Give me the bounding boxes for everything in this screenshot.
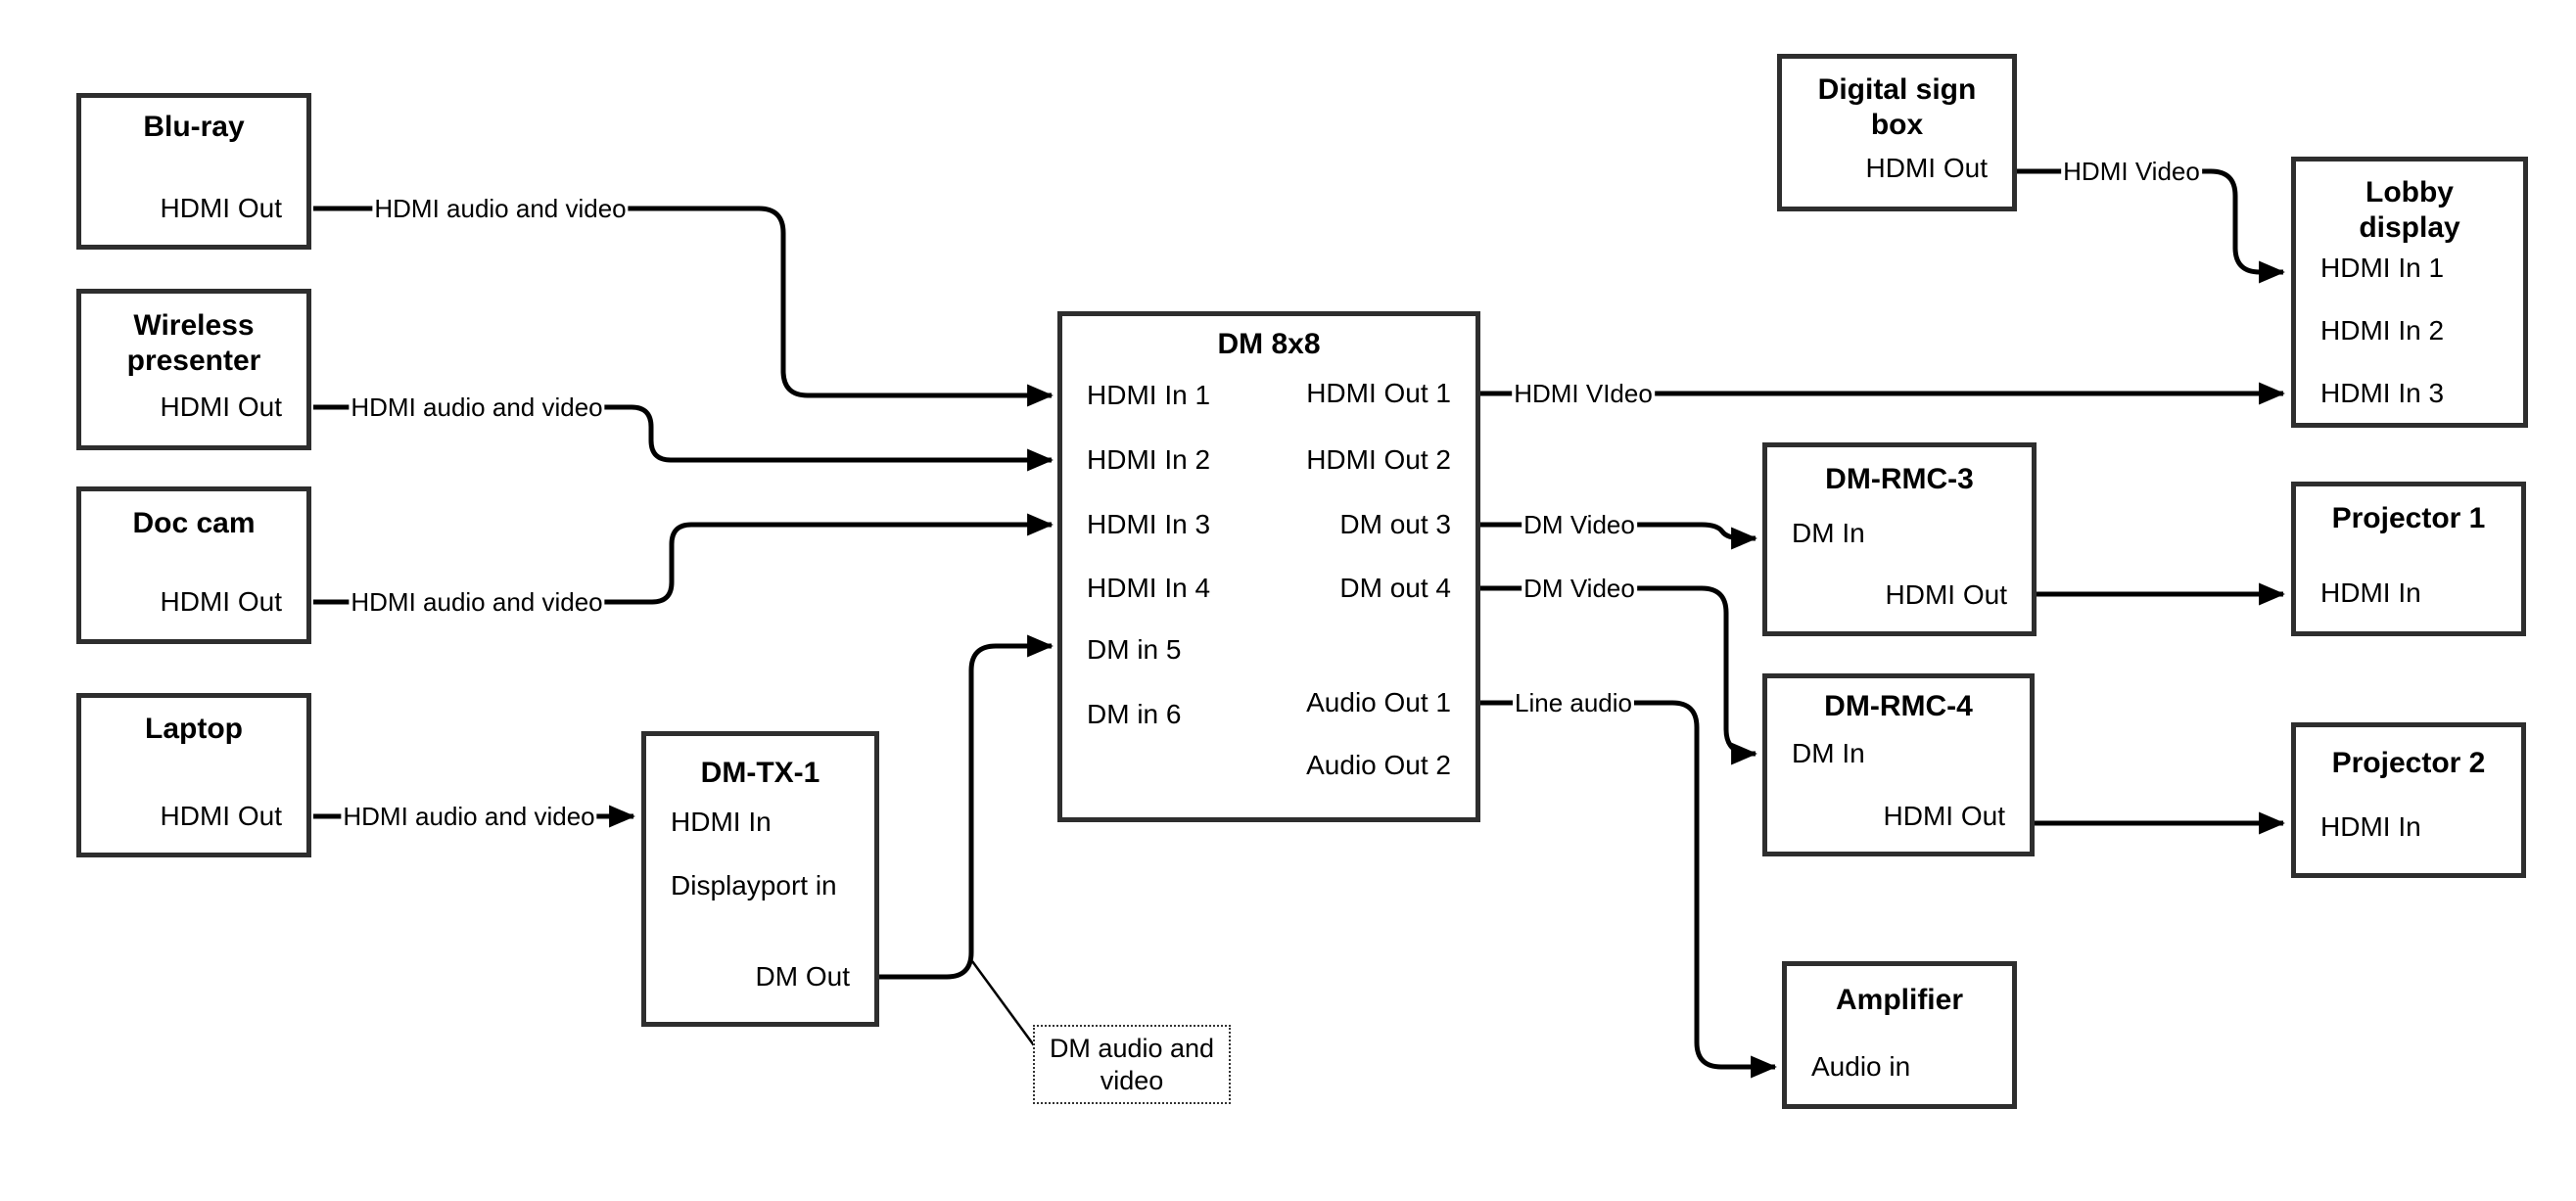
wire-dm8x8-out3-to-rmc3 [1634,522,1757,550]
port-dm-8x8-audio-out-2: Audio Out 2 [1306,750,1451,780]
node-title-digital-sign-box: Digital sign box [1817,73,1977,141]
wire-bluray-to-dm8x8-in1 [621,206,1054,407]
wire-dm8x8-out4-to-rmc4 [1634,585,1757,765]
port-blu-ray-hdmi-out: HDMI Out [160,193,282,223]
port-dm-8x8-audio-out-1: Audio Out 1 [1306,687,1451,717]
note-leader-line [970,960,1036,1046]
node-title-laptop: Laptop [145,713,243,745]
port-dm-rmc-4-hdmi-out: HDMI Out [1883,801,2005,831]
port-projector-1-hdmi-in: HDMI In [2320,577,2421,608]
port-dm-8x8-hdmi-in-3: HDMI In 3 [1087,509,1211,539]
port-projector-2-hdmi-in: HDMI In [2320,811,2421,842]
node-title-blu-ray: Blu-ray [143,111,245,143]
wire-label-wireless-to-dm8x8-in2: HDMI audio and video [349,393,605,422]
port-dm-8x8-hdmi-in-2: HDMI In 2 [1087,444,1211,475]
node-title-dm-8x8: DM 8x8 [1217,328,1321,360]
port-dm-8x8-hdmi-out-1: HDMI Out 1 [1306,378,1451,408]
wire-label-dm8x8-audio1-to-amplifier: Line audio [1513,688,1634,717]
port-doc-cam-hdmi-out: HDMI Out [160,586,282,617]
note-line: video [1100,1065,1164,1095]
node-title-dm-rmc-4: DM-RMC-4 [1824,690,1973,722]
wire-doccam-to-dm8x8-in3 [591,513,1054,605]
port-dm-rmc-3-hdmi-out: HDMI Out [1885,579,2007,610]
port-lobby-display-hdmi-in-3: HDMI In 3 [2320,378,2445,408]
wire-label-laptop-to-dmtx1: HDMI audio and video [341,802,597,831]
port-laptop-hdmi-out: HDMI Out [160,801,282,831]
port-dm-8x8-hdmi-out-2: HDMI Out 2 [1306,444,1451,475]
port-dm-rmc-3-dm-in: DM In [1792,518,1865,548]
node-dm-rmc-4: DM-RMC-4 DM In HDMI Out [1762,673,2035,856]
port-lobby-display-hdmi-in-2: HDMI In 2 [2320,315,2445,346]
port-digital-sign-box-hdmi-out: HDMI Out [1865,153,1988,183]
port-dm-8x8-dm-out-4: DM out 4 [1339,573,1451,603]
port-dm-8x8-dm-out-3: DM out 3 [1339,509,1451,539]
wire-dm8x8-audio1-to-amplifier [1632,700,1777,1079]
node-projector-2: Projector 2 HDMI In [2291,722,2526,878]
wire-label-dm8x8-out4-to-rmc4: DM Video [1522,574,1637,603]
note-line: DM audio and [1049,1033,1215,1063]
port-dm-rmc-4-dm-in: DM In [1792,738,1865,768]
wire-label-bluray-to-dm8x8-in1: HDMI audio and video [372,194,629,223]
port-dm-8x8-dm-in-6: DM in 6 [1087,699,1182,729]
port-dm-8x8-dm-in-5: DM in 5 [1087,634,1182,665]
wire-label-dm8x8-out3-to-rmc3: DM Video [1522,510,1637,539]
port-dm-tx-1-displayport-in: Displayport in [671,870,837,901]
node-title-wireless-presenter: Wireless presenter [126,309,261,377]
wire-label-dm8x8-out1-to-lobby-in3: HDMI VIdeo [1512,379,1655,408]
wire-digitalsign-to-lobby-in1 [2201,168,2285,284]
node-title-projector-1: Projector 1 [2331,502,2486,534]
port-wireless-presenter-hdmi-out: HDMI Out [160,392,282,422]
port-dm-tx-1-dm-out: DM Out [755,961,850,992]
wire-dmtx1-to-dm8x8-in5 [879,634,1054,980]
wire-wireless-to-dm8x8-in2 [591,404,1054,472]
node-title-projector-2: Projector 2 [2331,747,2486,779]
port-dm-8x8-hdmi-in-4: HDMI In 4 [1087,573,1211,603]
node-title-doc-cam: Doc cam [132,507,256,539]
node-title-lobby-display: Lobby display [2359,176,2460,244]
node-projector-1: Projector 1 HDMI In [2291,482,2526,636]
node-title-amplifier: Amplifier [1835,984,1964,1016]
node-title-dm-rmc-3: DM-RMC-3 [1825,463,1974,495]
wire-label-doccam-to-dm8x8-in3: HDMI audio and video [349,587,605,617]
port-dm-8x8-hdmi-in-1: HDMI In 1 [1087,380,1211,410]
node-dm-rmc-3: DM-RMC-3 DM In HDMI Out [1762,442,2037,636]
wire-label-digitalsign-to-lobby-in1: HDMI Video [2061,157,2202,186]
port-dm-tx-1-hdmi-in: HDMI In [671,807,772,837]
port-lobby-display-hdmi-in-1: HDMI In 1 [2320,253,2445,283]
node-title-dm-tx-1: DM-TX-1 [700,757,820,789]
port-amplifier-audio-in: Audio in [1811,1051,1911,1082]
